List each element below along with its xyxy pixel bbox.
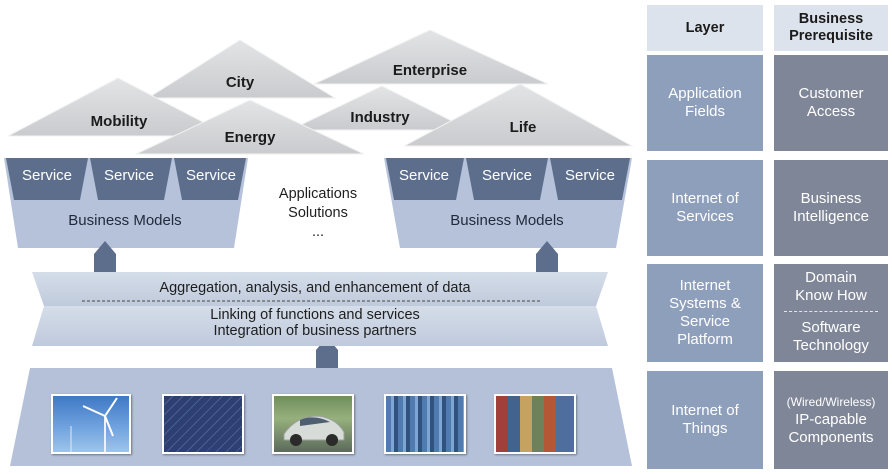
integration-label: Integration of business partners: [213, 322, 417, 339]
roof-life: [403, 83, 634, 147]
roof-label-mobility: Mobility: [90, 112, 148, 130]
roof-label-enterprise: Enterprise: [392, 61, 468, 79]
prereq-cell-ip-capable-components: (Wired/Wireless) IP-capable Components: [774, 371, 888, 469]
layer-cell-internet-systems-service-platform: Internet Systems & Service Platform: [647, 264, 763, 362]
layer-cell-line: Internet of: [671, 190, 739, 207]
prereq-cell-line: Know How: [795, 287, 867, 304]
prereq-cell-line: Domain: [805, 269, 857, 286]
layer-cell-line: Platform: [677, 331, 733, 348]
left-service-label-1: Service: [21, 166, 73, 184]
car-drawing: [283, 415, 345, 446]
right-service-1: [386, 158, 464, 200]
roof-label-industry: Industry: [350, 108, 410, 126]
prereq-header-line-1: Business: [798, 11, 864, 27]
aggregation-bar: [32, 272, 608, 306]
layer-cell-line: Internet of: [671, 402, 739, 419]
layer-cell-line: Service: [679, 313, 731, 330]
roof-label-city: City: [225, 73, 255, 91]
wind-turbine-image: [51, 394, 131, 454]
layer-cell-internet-of-things: Internet of Things: [647, 371, 763, 469]
right-service-3: [550, 158, 630, 200]
solutions-label: Solutions: [288, 205, 348, 221]
prereq-cell-line: Software: [801, 319, 861, 336]
prereq-cell-line: Customer: [798, 85, 864, 102]
roof-label-life: Life: [509, 118, 537, 136]
applications-solutions-text: Applications Solutions ...: [258, 185, 378, 242]
layer-cell-line: Fields: [684, 103, 725, 120]
prereq-cell-line: IP-capable: [795, 411, 867, 428]
left-service-1: [6, 158, 88, 200]
layer-cell-internet-of-services: Internet of Services: [647, 160, 763, 256]
factory-image: [384, 394, 466, 454]
left-service-3: [174, 158, 246, 200]
prereq-cell-small-line: (Wired/Wireless): [786, 395, 876, 409]
roof-mobility: [7, 77, 231, 137]
ellipsis-label: ...: [311, 224, 325, 240]
prereq-cell-business-intelligence: Business Intelligence: [774, 160, 888, 256]
prereq-cell-line: Business: [800, 190, 862, 207]
arrow-up-right: [536, 241, 558, 280]
roof-city: [146, 39, 337, 99]
right-business-models-label: Business Models: [450, 211, 564, 229]
wind-turbine-drawing: [70, 397, 118, 452]
layer-cell-line: Systems &: [669, 295, 741, 312]
left-service-label-3: Service: [185, 166, 237, 184]
layer-cell-line: Things: [682, 420, 728, 437]
linking-label: Linking of functions and services: [210, 306, 420, 323]
right-service-label-3: Service: [564, 166, 616, 184]
prereq-domain-know-how: Domain Know How: [774, 264, 888, 310]
roof-industry: [289, 85, 471, 131]
roof-energy: [135, 99, 365, 155]
linking-bar: [32, 306, 608, 346]
prereq-header-line-2: Prerequisite: [789, 28, 873, 44]
arrow-up-left: [94, 241, 116, 280]
aggregation-label: Aggregation, analysis, and enhancement o…: [159, 280, 471, 296]
applications-label: Applications: [278, 186, 358, 202]
layer-cell-application-fields: Application Fields: [647, 55, 763, 151]
left-business-models-label: Business Models: [68, 211, 182, 229]
prereq-column-header: Business Prerequisite: [774, 5, 888, 51]
prereq-dashed-divider: [784, 311, 878, 312]
arrow-up-center: [316, 337, 338, 378]
layer-cell-line: Services: [676, 208, 734, 225]
prereq-cell-line: Access: [806, 103, 856, 120]
solar-panel-image: [162, 394, 244, 454]
right-service-2: [466, 158, 548, 200]
layer-column-header: Layer: [647, 5, 763, 51]
car-image: [272, 394, 354, 454]
prereq-cell-domain-software: Domain Know How Software Technology: [774, 264, 888, 362]
left-service-label-2: Service: [103, 166, 155, 184]
prereq-cell-line: Technology: [793, 337, 869, 354]
containers-image: [494, 394, 576, 454]
prereq-cell-customer-access: Customer Access: [774, 55, 888, 151]
right-service-label-2: Service: [481, 166, 533, 184]
roof-enterprise: [313, 29, 549, 85]
prereq-software-technology: Software Technology: [774, 314, 888, 360]
prereq-cell-line: Components: [788, 429, 874, 446]
layer-cell-line: Internet: [679, 277, 731, 294]
left-service-2: [90, 158, 172, 200]
roof-label-energy: Energy: [224, 128, 276, 146]
layer-cell-line: Application: [668, 85, 742, 102]
prereq-cell-line: Intelligence: [793, 208, 869, 225]
right-service-label-1: Service: [398, 166, 450, 184]
architecture-diagram: [4, 29, 634, 466]
